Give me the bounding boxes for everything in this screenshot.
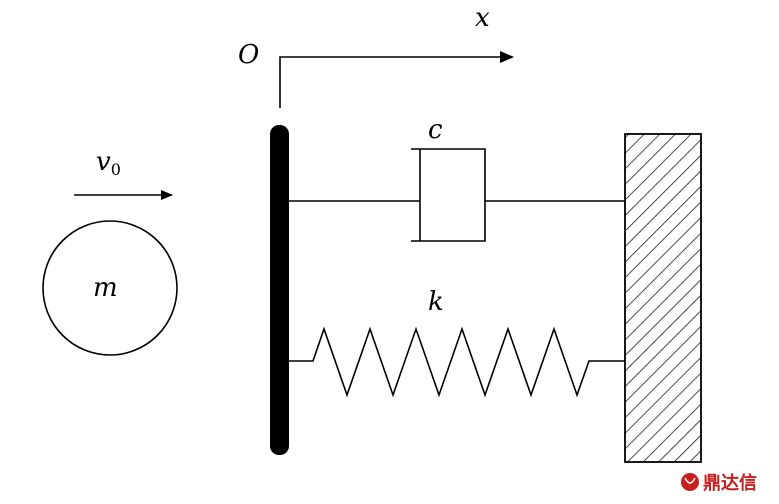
velocity-symbol: v — [96, 147, 111, 177]
watermark: 鼎达信 — [681, 472, 757, 494]
velocity-subscript: 0 — [111, 160, 121, 179]
damper-label: c — [428, 115, 443, 145]
velocity-label: v0 — [96, 147, 121, 179]
axis-arrowhead — [500, 51, 514, 63]
spring-label: k — [428, 287, 444, 317]
spring — [289, 326, 625, 398]
mass-ball — [42, 220, 178, 356]
mass-label: m — [93, 273, 118, 303]
damper — [289, 148, 625, 242]
fixed-wall — [624, 133, 702, 463]
axis-label: x — [475, 3, 490, 33]
origin-label: O — [238, 40, 259, 70]
impact-plate — [270, 125, 289, 455]
damper-cylinder — [411, 148, 486, 242]
watermark-text: 鼎达信 — [703, 472, 757, 494]
x-axis — [279, 51, 514, 108]
watermark-logo-icon — [681, 473, 699, 491]
axis-line — [279, 56, 508, 108]
